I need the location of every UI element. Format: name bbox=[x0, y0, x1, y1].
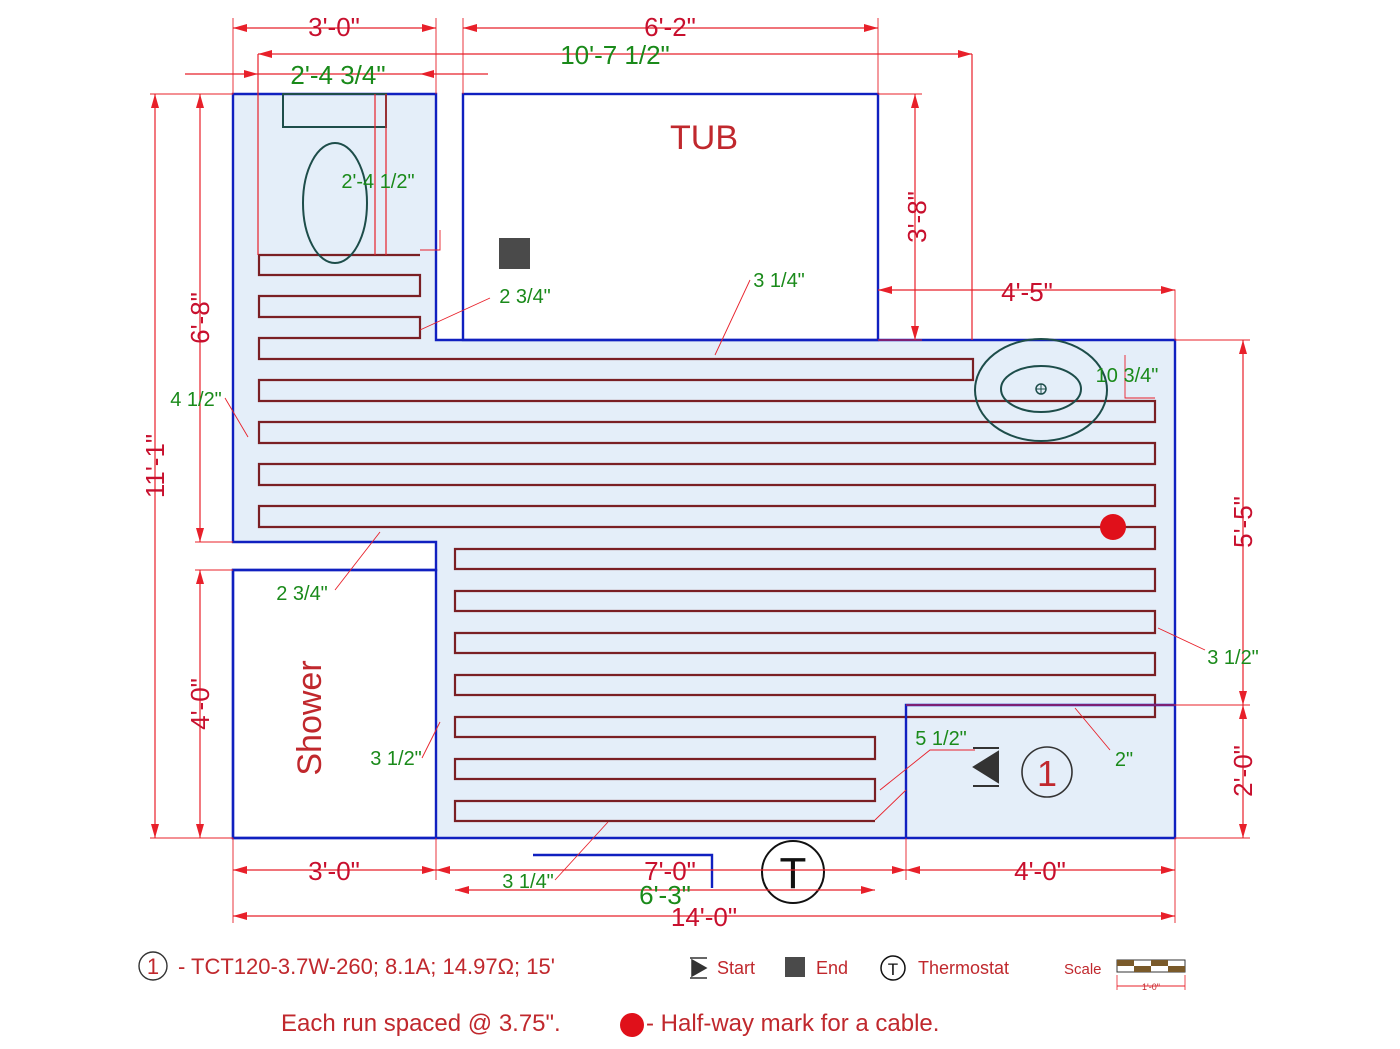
dim-step-margin: 2 3/4" bbox=[276, 583, 328, 605]
dim-bottom-right-width: 4'-0" bbox=[1014, 856, 1066, 886]
shower-wall bbox=[231, 568, 438, 840]
dim-left-upper-height: 6'-8" bbox=[185, 292, 215, 344]
toilet-bowl bbox=[302, 142, 368, 264]
shower-area bbox=[233, 570, 436, 838]
scale-bar-icon bbox=[1116, 959, 1186, 990]
sink-drain-cross bbox=[1036, 384, 1046, 394]
dim-left-margin: 4 1/2" bbox=[170, 389, 222, 411]
dim-top-tub-width: 6'-2" bbox=[644, 12, 696, 42]
halfway-mark-dot bbox=[1100, 514, 1126, 540]
dim-bottom-right-margin: 2" bbox=[1115, 749, 1133, 771]
legend-start-label: Start bbox=[717, 958, 755, 978]
dim-shower-margin: 3 1/2" bbox=[370, 748, 422, 770]
dim-bottom-total-width: 14'-0" bbox=[671, 902, 737, 932]
legend-circuit-number: 1 bbox=[147, 954, 159, 979]
legend-start-icon bbox=[690, 957, 708, 979]
sink-outer bbox=[974, 338, 1108, 442]
dim-top-inner-width: 2'-4 3/4" bbox=[290, 60, 385, 90]
heating-cable bbox=[257, 253, 1157, 823]
dim-bottom-mid-width: 7'-0" bbox=[644, 856, 696, 886]
tub-wall bbox=[461, 92, 880, 342]
legend-thermostat-icon bbox=[880, 955, 906, 981]
dim-start-margin: 5 1/2" bbox=[915, 728, 967, 750]
dim-right-upper-width: 4'-5" bbox=[1001, 277, 1053, 307]
circuit-marker-number: 1 bbox=[1037, 753, 1057, 794]
dim-sink-clearance: 10 3/4" bbox=[1096, 365, 1159, 387]
shower-label: Shower bbox=[291, 660, 329, 775]
thermostat-wire bbox=[533, 853, 714, 888]
dimension-lines bbox=[150, 18, 1250, 923]
dim-left-total-height: 11'-1" bbox=[140, 434, 170, 498]
legend-thermostat-label: Thermostat bbox=[918, 958, 1009, 978]
legend-halfway-dot bbox=[620, 1013, 644, 1037]
sink-inner bbox=[1000, 365, 1082, 413]
end-marker-icon bbox=[499, 238, 530, 269]
legend-circuit-circle bbox=[138, 951, 168, 981]
tub-area bbox=[463, 94, 878, 340]
dim-left-shower-height: 4'-0" bbox=[185, 678, 215, 730]
dim-right-mid-height: 5'-5" bbox=[1228, 496, 1258, 548]
thermostat-symbol: T bbox=[780, 849, 807, 898]
dim-bottom-margin: 3 1/4" bbox=[502, 871, 554, 893]
tub-label: TUB bbox=[670, 119, 738, 157]
legend-scale-label: Scale bbox=[1064, 961, 1102, 978]
legend-end-icon bbox=[785, 957, 805, 977]
legend-spacing-note: Each run spaced @ 3.75". bbox=[281, 1010, 561, 1037]
dim-bottom-cable-width: 6'-3" bbox=[639, 880, 691, 910]
dim-right-margin: 3 1/2" bbox=[1207, 647, 1259, 669]
legend: 1 - TCT120-3.7W-260; 8.1A; 14.97Ω; 15' S… bbox=[138, 951, 1186, 1037]
dim-bottom-left-width: 3'-0" bbox=[308, 856, 360, 886]
dim-spacing-toilet: 2 3/4" bbox=[499, 286, 551, 308]
legend-thermostat-symbol: T bbox=[888, 960, 898, 979]
dim-toilet-depth: 2'-4 1/2" bbox=[341, 171, 414, 193]
dim-top-left-width: 3'-0" bbox=[308, 12, 360, 42]
legend-halfway-note: - Half-way mark for a cable. bbox=[646, 1010, 939, 1037]
dim-right-tub-height: 3'-8" bbox=[902, 191, 932, 243]
dim-spacing-tub: 3 1/4" bbox=[753, 270, 805, 292]
legend-circuit-spec: - TCT120-3.7W-260; 8.1A; 14.97Ω; 15' bbox=[178, 954, 555, 979]
thermostat-icon bbox=[761, 840, 825, 904]
legend-end-label: End bbox=[816, 958, 848, 978]
dim-right-low-height: 2'-0" bbox=[1228, 745, 1258, 797]
legend-scale-value: 1'-0" bbox=[1142, 982, 1160, 992]
start-marker-icon bbox=[972, 747, 999, 787]
dim-top-overall-width: 10'-7 1/2" bbox=[560, 40, 670, 70]
circuit-marker-circle bbox=[1021, 746, 1073, 798]
